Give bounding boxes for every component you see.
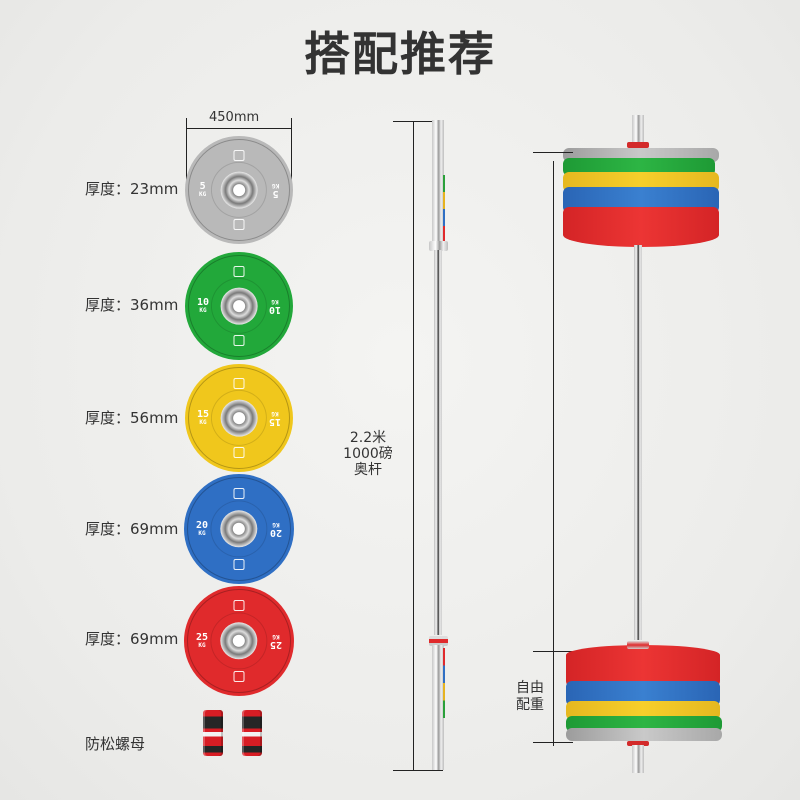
barbell-bottom-collar [429,636,448,646]
diameter-tick-right [291,118,292,188]
plate-rim [187,477,291,581]
free-weight-line2: 配重 [516,697,544,713]
top-sleeve-stub [632,115,644,147]
plate-rim [187,589,291,693]
plate-hub [220,287,258,325]
hex-logo-icon [233,447,245,458]
plate-rim [188,139,290,241]
plate-color-strip [443,175,445,243]
loaded-bar-shaft [634,245,642,640]
plate-hub [220,171,258,209]
barbell-spec-label: 2.2米 1000磅 奥杆 [343,430,393,478]
hex-logo-icon [233,219,245,230]
stack-top-green [563,158,715,176]
barbell-bottom-tick [393,770,443,771]
plate-diameter-label: 450mm [209,110,260,125]
hex-logo-icon [233,559,245,570]
hex-logo-icon [233,266,245,277]
free-weight-label: 自由 配重 [510,680,550,714]
page-title: 搭配推荐 [304,27,496,81]
hex-logo-icon [233,378,245,389]
thickness-label-25kg: 厚度：69mm [85,630,179,648]
thickness-label-20kg: 厚度：69mm [85,520,179,538]
hex-logo-icon [233,488,245,499]
bottom-sleeve-stub [632,745,644,773]
hex-logo-icon [233,335,245,346]
plate-rim [188,367,290,469]
stack-bottom-tick [533,742,573,743]
hex-logo-icon [233,600,245,611]
bottom-inner-collar [627,641,649,649]
collar-clamp-right [242,710,262,756]
hex-logo-icon [233,671,245,682]
barbell-shaft [434,250,442,635]
plate-hub [220,622,258,660]
thickness-label-5kg: 厚度：23mm [85,180,179,198]
barbell-capacity-text: 1000磅 [343,446,393,462]
stack-bottom-red [566,645,720,687]
stack-bottom-yellow [566,701,720,720]
hex-logo-icon [233,150,245,161]
thickness-label-10kg: 厚度：36mm [85,296,179,314]
thickness-label-15kg: 厚度：56mm [85,409,179,427]
collar-label: 防松螺母 [85,735,146,753]
barbell-type-text: 奥杆 [354,462,382,478]
stack-top-tick [533,152,573,153]
barbell-bottom-sleeve [432,645,444,770]
plate-rim [188,255,290,357]
plate-hub [220,399,258,437]
stack-bottom-gray [566,728,722,741]
diameter-tick-left [186,118,187,188]
stack-top-red [563,207,719,247]
stack-mid-tick [533,651,573,652]
top-collar [627,142,649,148]
free-weight-line1: 自由 [516,680,544,696]
barbell-top-collar [429,241,448,251]
plate-hub [220,510,258,548]
collar-clamp-left [203,710,223,756]
bottom-collar [627,741,649,746]
barbell-length-text: 2.2米 [349,430,387,446]
barbell-top-tick [393,121,443,122]
plate-color-strip [443,648,445,718]
free-weight-line [553,161,554,746]
diameter-dimension-line [186,128,292,129]
barbell-top-sleeve [432,120,444,245]
barbell-length-line [413,121,414,771]
